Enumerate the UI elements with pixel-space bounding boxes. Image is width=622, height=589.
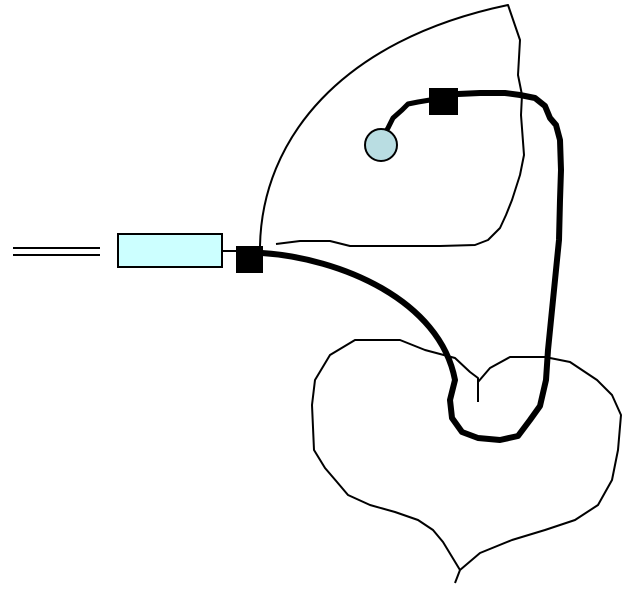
left-junction-square bbox=[236, 246, 263, 273]
cyan-rectangle-component bbox=[118, 234, 222, 267]
upper-junction-square bbox=[429, 88, 458, 115]
light-blue-circle-endpoint bbox=[365, 129, 397, 161]
